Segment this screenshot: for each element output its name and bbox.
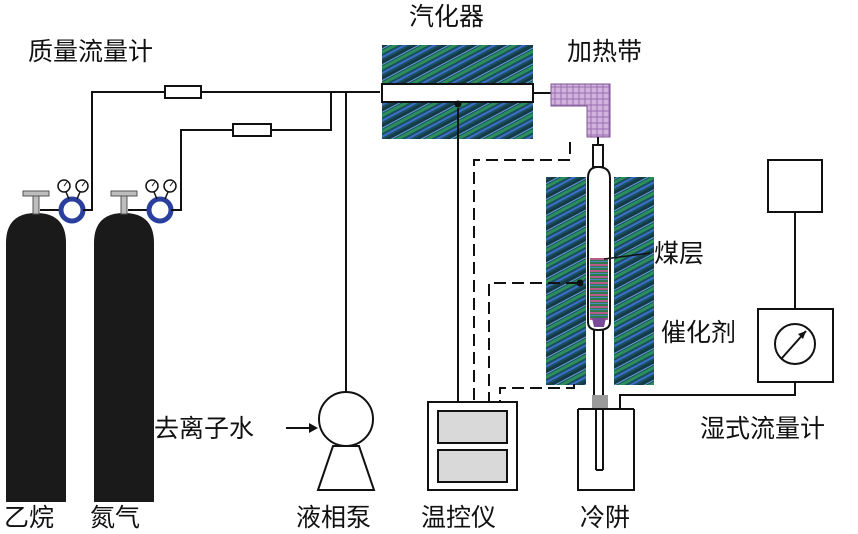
vent-box xyxy=(767,159,823,213)
nitrogen-label: 氮气 xyxy=(90,503,140,532)
reactor-thermocouple xyxy=(576,279,584,287)
heating-tape xyxy=(550,83,611,138)
mass-flow-meter-2 xyxy=(232,123,272,137)
vaporizer-thermocouple xyxy=(454,100,462,108)
liquid-pump xyxy=(316,391,376,491)
deionized-water-label: 去离子水 xyxy=(154,414,254,443)
gas-lines xyxy=(83,91,380,211)
reactor-inlet xyxy=(592,137,604,168)
temp-controller-label: 温控仪 xyxy=(421,503,496,532)
deionized-water-arrow xyxy=(286,423,318,433)
thermocouple-wires xyxy=(473,142,578,402)
coal-layer-bed xyxy=(590,258,608,320)
coal-layer-pointer xyxy=(603,252,651,260)
cold-trap xyxy=(577,382,796,491)
vaporizer xyxy=(381,45,551,139)
vaporizer-label: 汽化器 xyxy=(409,2,484,31)
mass-flow-meter-1 xyxy=(164,85,202,99)
wet-flow-meter xyxy=(757,159,834,383)
heating-tape-label: 加热带 xyxy=(567,37,642,66)
reactor-tube xyxy=(587,165,611,395)
catalyst-label: 催化剂 xyxy=(661,318,736,347)
mass-flow-meter-label: 质量流量计 xyxy=(28,37,153,66)
ethane-regulator-valve xyxy=(40,179,89,224)
catalyst-bed xyxy=(592,318,606,327)
wet-flow-meter-label: 湿式流量计 xyxy=(700,414,825,443)
liquid-pump-label: 液相泵 xyxy=(296,503,371,532)
temperature-controller xyxy=(427,401,518,491)
ethane-cylinder xyxy=(6,190,66,502)
nitrogen-cylinder xyxy=(94,190,154,502)
ethane-label: 乙烷 xyxy=(4,503,54,532)
coal-layer-label: 煤层 xyxy=(654,239,704,268)
cold-trap-label: 冷阱 xyxy=(580,503,630,532)
